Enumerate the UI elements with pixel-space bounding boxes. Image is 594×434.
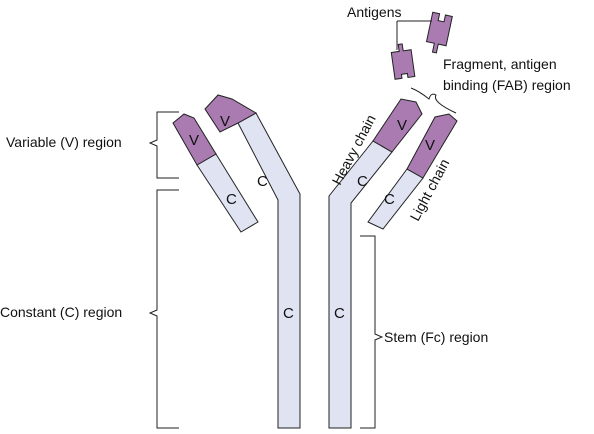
right-heavy-c-stem-label: C — [334, 305, 345, 322]
fab-label-line2: binding (FAB) region — [443, 77, 571, 93]
variable-region-brace — [148, 111, 179, 179]
antigens-label: Antigens — [347, 4, 401, 20]
left-heavy-variable — [204, 94, 258, 133]
left-light-v-label: V — [189, 132, 199, 149]
constant-region-brace — [148, 189, 179, 429]
right-light-chain: V C — [367, 113, 458, 230]
right-light-variable — [406, 113, 458, 179]
antigens-group: Antigens — [347, 4, 453, 80]
right-heavy-variable — [372, 98, 423, 153]
fab-label-line1: Fragment, antigen — [443, 56, 557, 72]
antigen-lower — [390, 43, 416, 80]
antigen-upper — [425, 11, 453, 54]
constant-region-label: Constant (C) region — [0, 304, 122, 320]
left-light-c-label: C — [226, 191, 237, 208]
right-heavy-v-label: V — [397, 117, 407, 134]
fab-brace — [410, 87, 457, 114]
right-light-c-label: C — [384, 191, 395, 208]
left-light-chain: V C — [172, 113, 259, 233]
left-light-variable — [172, 113, 217, 166]
antigens-pointer-line — [396, 20, 432, 50]
stem-region-label: Stem (Fc) region — [384, 329, 488, 345]
left-heavy-v-label: V — [220, 113, 230, 130]
left-heavy-c-stem-label: C — [283, 305, 294, 322]
right-heavy-c-upper-label: C — [357, 173, 368, 190]
left-heavy-c-upper-label: C — [257, 173, 268, 190]
left-heavy-constant — [237, 112, 301, 429]
left-heavy-chain: V C C — [204, 94, 301, 429]
right-light-v-label: V — [425, 137, 435, 154]
right-heavy-chain: V C C — [328, 98, 423, 429]
stem-region-brace — [360, 235, 384, 429]
variable-region-label: Variable (V) region — [6, 134, 122, 150]
